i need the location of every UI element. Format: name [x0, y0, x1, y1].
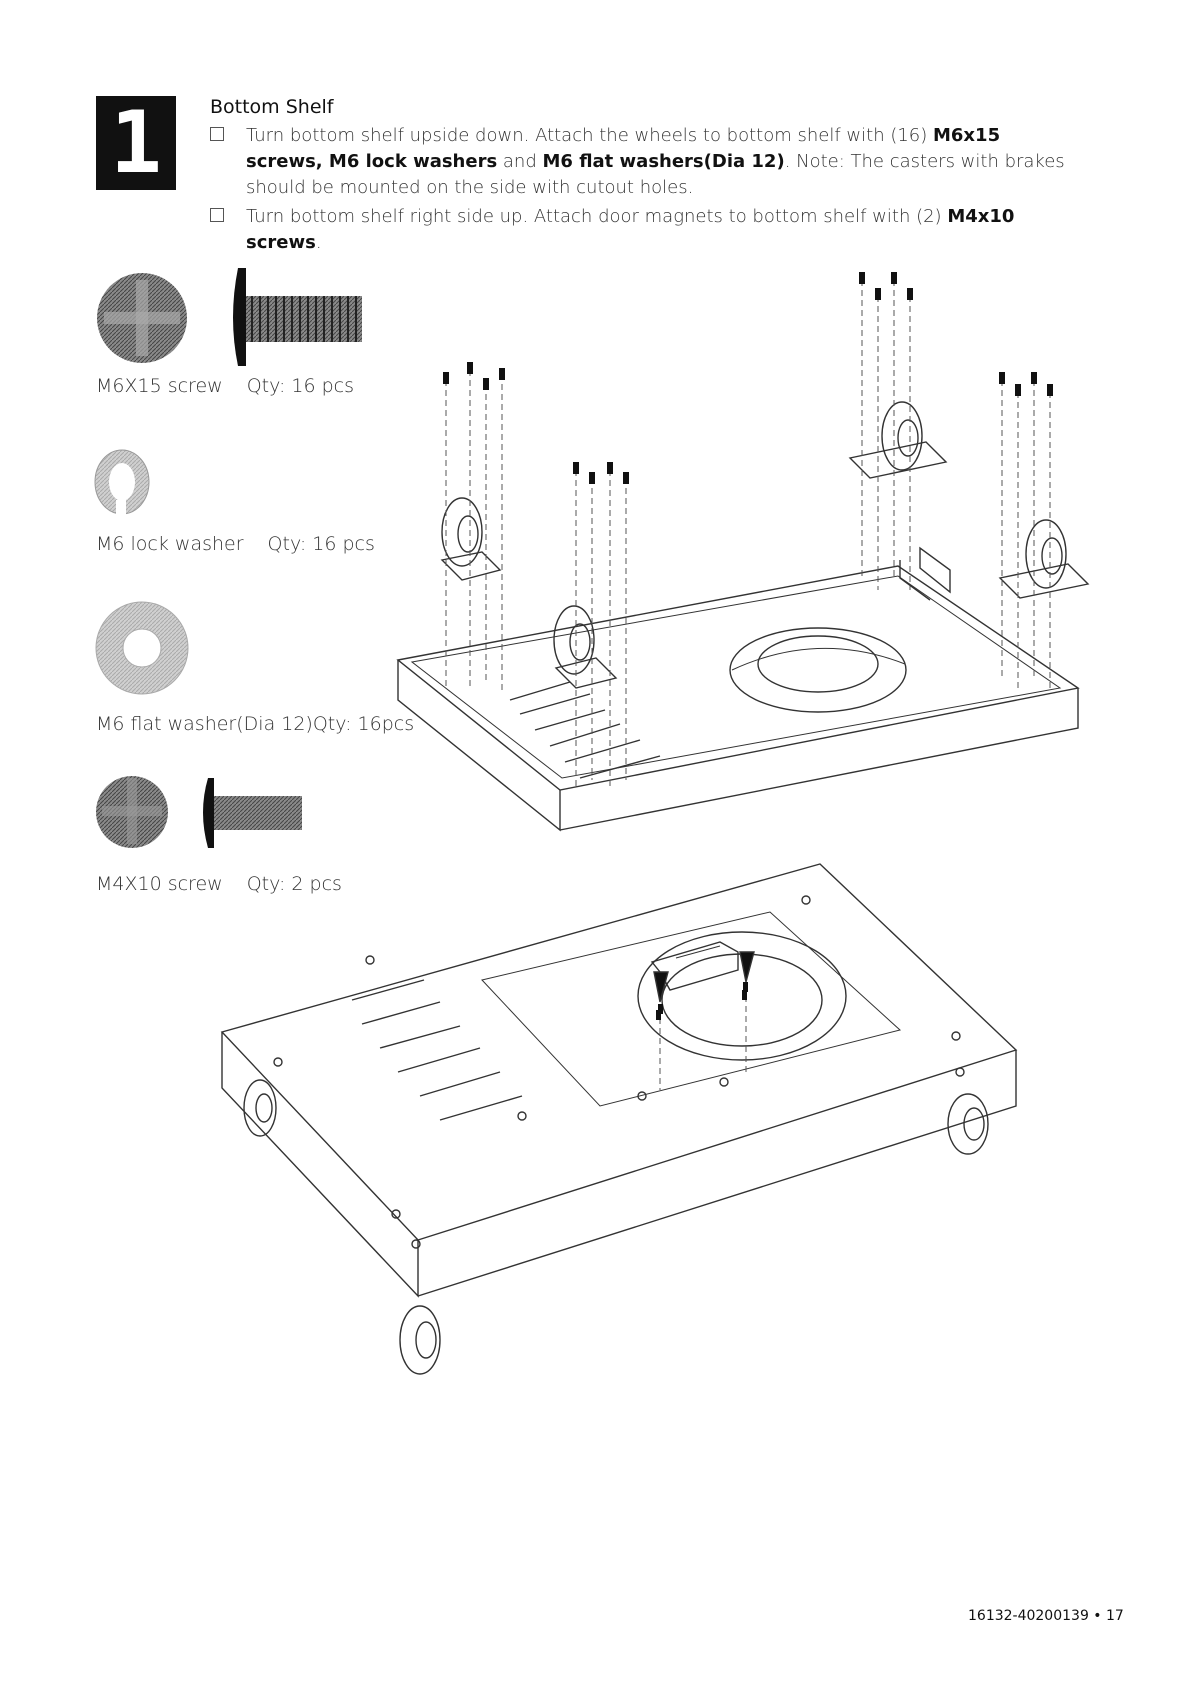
part-name: M6X15 screw — [96, 375, 223, 397]
part-label-flat-washer: M6 flat washer(Dia 12)Qty: 16pcs — [96, 713, 414, 735]
part-qty: Qty: 16 pcs — [267, 533, 375, 555]
part-qty: Qty: 16pcs — [312, 713, 415, 735]
part-name: M6 lock washer — [96, 533, 244, 555]
assembled-shelf-diagram — [220, 863, 1018, 1375]
flat-washer-icon — [95, 601, 189, 695]
step-title: Bottom Shelf — [210, 96, 334, 118]
instruction-2-run-0: Turn bottom shelf right side up. Attach … — [246, 206, 948, 227]
instruction-2-run-2: . — [315, 232, 322, 253]
m6x15-screw-icon — [97, 268, 362, 366]
part-name: M6 flat washer(Dia 12) — [96, 713, 313, 735]
instruction-1: Turn bottom shelf upside down. Attach th… — [210, 123, 1080, 203]
page-footer: 16132-40200139 • 17 — [968, 1608, 1124, 1624]
part-label-m4x10: M4X10 screw Qty: 2 pcs — [96, 873, 342, 895]
checkbox-icon — [210, 208, 224, 222]
instruction-1-run-4: . Note: The casters with brakes should b… — [246, 151, 1065, 198]
instruction-1-text: Turn bottom shelf upside down. Attach th… — [246, 123, 1080, 201]
instruction-1-run-0: Turn bottom shelf upside down. Attach th… — [246, 125, 933, 146]
instruction-1-run-1: M6x15 screws, M6 lock washers — [246, 125, 1001, 172]
step-number: 1 — [110, 93, 162, 193]
lock-washer-icon — [94, 449, 150, 516]
part-label-lock-washer: M6 lock washer Qty: 16 pcs — [96, 533, 375, 555]
part-label-m6x15: M6X15 screw Qty: 16 pcs — [96, 375, 354, 397]
checkbox-icon — [210, 127, 224, 141]
step-number-box: 1 — [96, 96, 176, 190]
instruction-2-run-1: M4x10 screws — [246, 206, 1015, 253]
instruction-2-text: Turn bottom shelf right side up. Attach … — [246, 204, 1080, 256]
instruction-1-run-3: M6 flat washers(Dia 12) — [542, 151, 785, 172]
instruction-1-run-2: and — [497, 151, 543, 172]
exploded-shelf-diagram — [396, 272, 1090, 832]
part-qty: Qty: 16 pcs — [246, 375, 355, 397]
part-name: M4X10 screw — [96, 873, 223, 895]
instruction-2: Turn bottom shelf right side up. Attach … — [210, 204, 1080, 253]
m4x10-screw-icon — [96, 776, 302, 848]
part-qty: Qty: 2 pcs — [246, 873, 342, 895]
